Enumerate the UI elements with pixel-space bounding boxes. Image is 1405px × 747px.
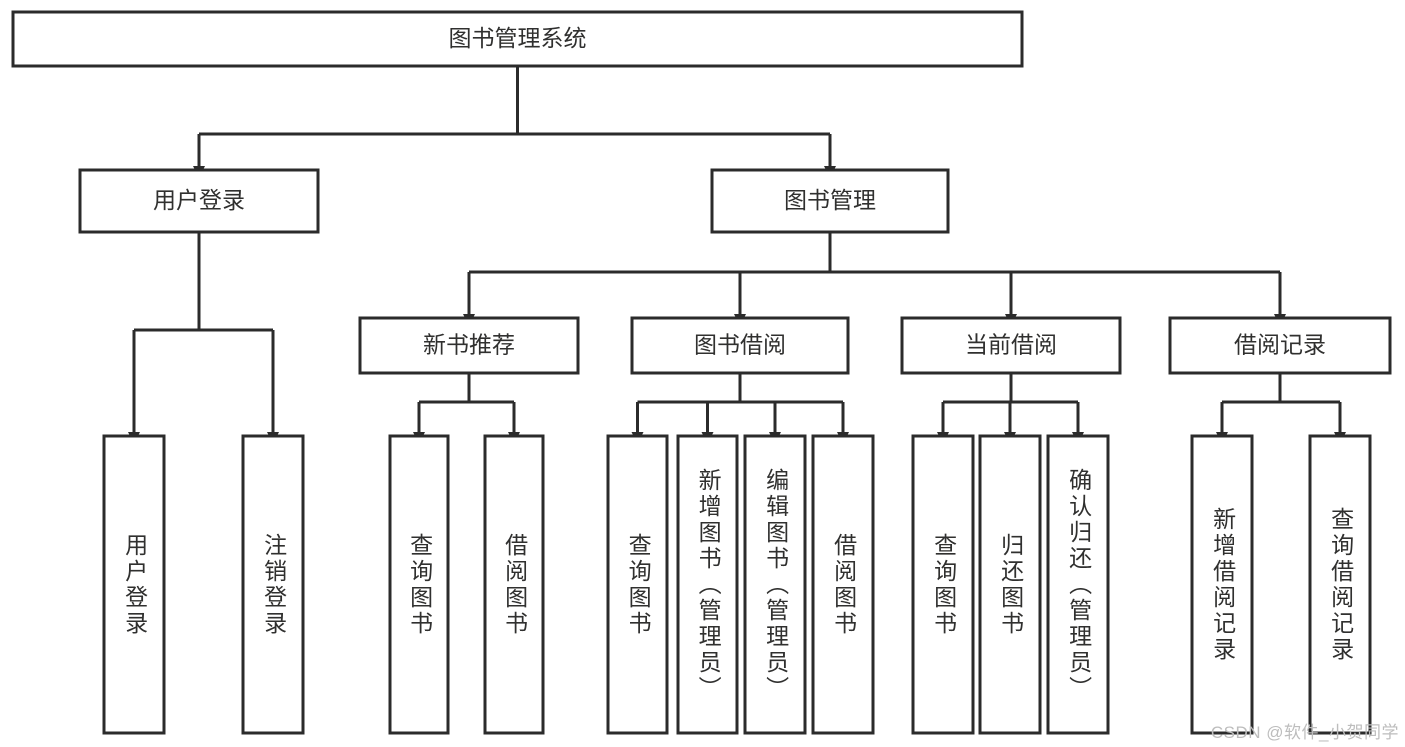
node-leaf-0[interactable] bbox=[102, 434, 166, 735]
node-level3-2-label: 当前借阅 bbox=[965, 332, 1057, 358]
node-root-system-label: 图书管理系统 bbox=[449, 25, 587, 51]
node-leaf-6[interactable] bbox=[743, 434, 807, 735]
node-leaf-5[interactable] bbox=[676, 434, 739, 735]
node-level3-3-label: 借阅记录 bbox=[1234, 332, 1326, 358]
node-leaf-1[interactable] bbox=[241, 434, 305, 735]
node-level3-1-label: 图书借阅 bbox=[694, 332, 786, 358]
node-leaf-10[interactable] bbox=[1046, 434, 1110, 735]
node-leaf-11[interactable] bbox=[1190, 434, 1254, 735]
node-level3-0-label: 新书推荐 bbox=[423, 332, 515, 358]
node-level2-1[interactable] bbox=[710, 168, 950, 234]
node-level2-1-label: 图书管理 bbox=[784, 187, 876, 213]
node-leaf-12[interactable] bbox=[1308, 434, 1372, 735]
node-level3-0[interactable] bbox=[358, 316, 580, 375]
node-root-system[interactable] bbox=[11, 10, 1024, 68]
node-level2-0[interactable] bbox=[78, 168, 320, 234]
node-leaf-4[interactable] bbox=[606, 434, 669, 735]
node-level2-0-label: 用户登录 bbox=[153, 187, 245, 213]
node-leaf-3[interactable] bbox=[483, 434, 545, 735]
node-leaf-8[interactable] bbox=[911, 434, 975, 735]
node-leaf-9[interactable] bbox=[978, 434, 1042, 735]
node-level3-3[interactable] bbox=[1168, 316, 1392, 375]
connector-layer bbox=[128, 66, 1346, 444]
node-level3-1[interactable] bbox=[630, 316, 850, 375]
node-box-layer bbox=[11, 10, 1392, 735]
watermark-text: CSDN @软件_小贺同学 bbox=[1210, 723, 1399, 742]
node-leaf-2[interactable] bbox=[388, 434, 450, 735]
node-leaf-7[interactable] bbox=[811, 434, 875, 735]
node-level3-2[interactable] bbox=[900, 316, 1122, 375]
